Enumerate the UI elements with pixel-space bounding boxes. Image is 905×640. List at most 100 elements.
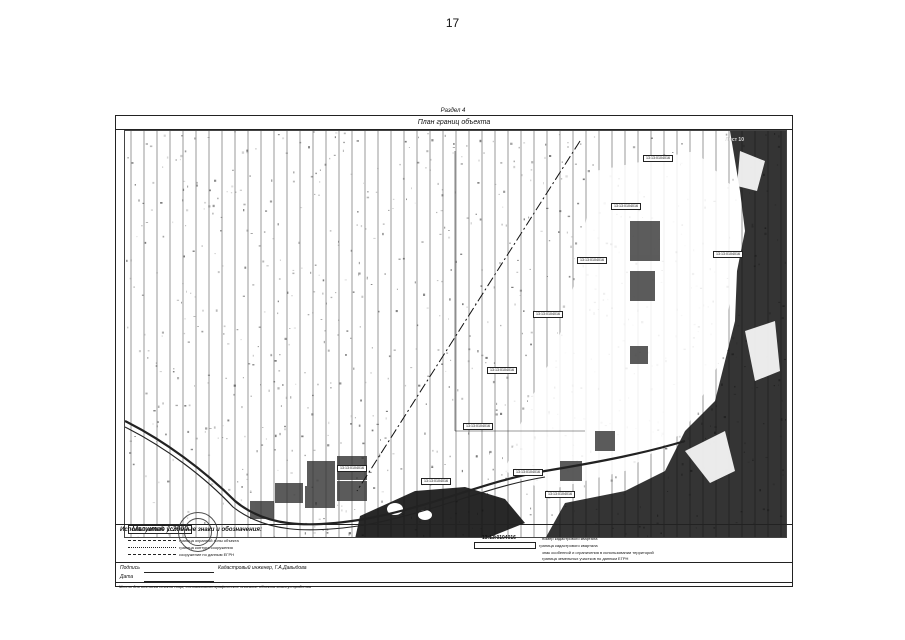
- speckle-dot: [184, 405, 187, 407]
- speckle-dot: [384, 273, 386, 275]
- speckle-dot: [573, 278, 575, 281]
- speckle-dot: [462, 303, 464, 306]
- speckle-dot: [446, 352, 449, 354]
- speckle-dot: [337, 244, 340, 246]
- speckle-dot: [489, 452, 490, 455]
- speckle-dot: [158, 481, 160, 484]
- speckle-dot: [577, 202, 580, 205]
- speckle-dot: [155, 362, 158, 364]
- speckle-dot: [506, 376, 509, 379]
- speckle-dot: [313, 449, 316, 451]
- speckle-dot: [261, 444, 264, 446]
- speckle-dot: [217, 197, 219, 200]
- speckle-dot: [444, 226, 446, 229]
- speckle-dot: [567, 142, 569, 144]
- speckle-dot: [246, 229, 249, 232]
- speckle-dot: [165, 433, 167, 436]
- speckle-dot: [440, 210, 443, 212]
- speckle-dot: [185, 225, 187, 227]
- speckle-dot: [393, 349, 396, 351]
- speckle-dot: [252, 284, 255, 286]
- legend-item-label: граница земельных участков по данным ЕГР…: [542, 556, 629, 561]
- map-title: План границ объекта: [116, 116, 792, 130]
- speckle-dot: [448, 230, 450, 231]
- speckle-dot: [285, 396, 288, 399]
- speckle-dot: [137, 536, 139, 537]
- legend-symbol: [474, 542, 536, 549]
- speckle-dot: [161, 331, 164, 334]
- speckle-dot: [300, 207, 303, 209]
- speckle-dot: [466, 306, 468, 308]
- speckle-dot: [358, 424, 361, 427]
- speckle-dot: [207, 382, 209, 384]
- speckle-dot: [186, 209, 189, 212]
- speckle-dot: [540, 230, 543, 232]
- speckle-dot: [426, 307, 429, 309]
- speckle-dot: [615, 476, 617, 479]
- parcel-label: 13:13:0104016: [513, 469, 543, 476]
- speckle-dot: [324, 163, 327, 166]
- speckle-dot: [274, 434, 277, 438]
- section-label: Раздел 4: [440, 108, 466, 114]
- speckle-dot: [400, 468, 403, 470]
- speckle-dot: [263, 231, 266, 233]
- speckle-dot: [263, 311, 266, 313]
- speckle-dot: [201, 245, 203, 247]
- speckle-dot: [353, 367, 355, 370]
- speckle-dot: [365, 228, 367, 230]
- speckle-dot: [378, 310, 380, 313]
- speckle-dot: [147, 350, 150, 352]
- speckle-dot: [517, 259, 519, 261]
- speckle-dot: [215, 309, 218, 312]
- speckle-dot: [162, 166, 164, 168]
- speckle-dot: [672, 152, 674, 153]
- speckle-dot: [252, 354, 254, 357]
- speckle-dot: [301, 267, 303, 269]
- speckle-dot: [429, 169, 431, 171]
- speckle-dot: [527, 395, 530, 398]
- speckle-dot: [207, 454, 211, 456]
- speckle-dot: [196, 184, 198, 187]
- sheet-label: Лист 10: [725, 137, 744, 143]
- speckle-dot: [402, 177, 405, 180]
- speckle-dot: [475, 455, 478, 458]
- speckle-dot: [469, 335, 471, 337]
- speckle-dot: [416, 161, 420, 164]
- speckle-dot: [233, 393, 235, 396]
- speckle-dot: [498, 193, 500, 195]
- speckle-dot: [177, 377, 180, 380]
- speckle-dot: [575, 242, 578, 245]
- speckle-dot: [311, 413, 314, 416]
- speckle-dot: [697, 412, 700, 415]
- speckle-dot: [466, 145, 468, 147]
- speckle-dot: [242, 295, 245, 297]
- speckle-dot: [175, 404, 178, 407]
- speckle-dot: [278, 370, 281, 372]
- speckle-dot: [470, 222, 472, 225]
- speckle-dot: [495, 413, 498, 416]
- speckle-dot: [562, 305, 566, 308]
- speckle-dot: [421, 484, 423, 486]
- speckle-dot: [445, 370, 447, 372]
- speckle-dot: [197, 326, 199, 327]
- speckle-dot: [566, 231, 568, 234]
- speckle-dot: [323, 518, 325, 520]
- parcel-label: 13:13:0104016: [463, 423, 493, 430]
- speckle-dot: [249, 491, 252, 493]
- speckle-dot: [373, 237, 376, 239]
- speckle-dot: [480, 285, 483, 287]
- speckle-dot: [334, 136, 336, 139]
- speckle-dot: [530, 507, 532, 510]
- speckle-dot: [441, 363, 443, 365]
- speckle-dot: [376, 423, 379, 425]
- speckle-dot: [574, 163, 577, 165]
- parcel-label: 13:13:0104016: [337, 465, 367, 472]
- speckle-dot: [500, 162, 503, 164]
- speckle-dot: [580, 226, 582, 228]
- speckle-dot: [192, 250, 195, 252]
- speckle-dot: [327, 444, 330, 447]
- speckle-dot: [220, 230, 222, 232]
- speckle-dot: [318, 274, 320, 276]
- speckle-dot: [381, 500, 383, 503]
- speckle-dot: [243, 209, 245, 212]
